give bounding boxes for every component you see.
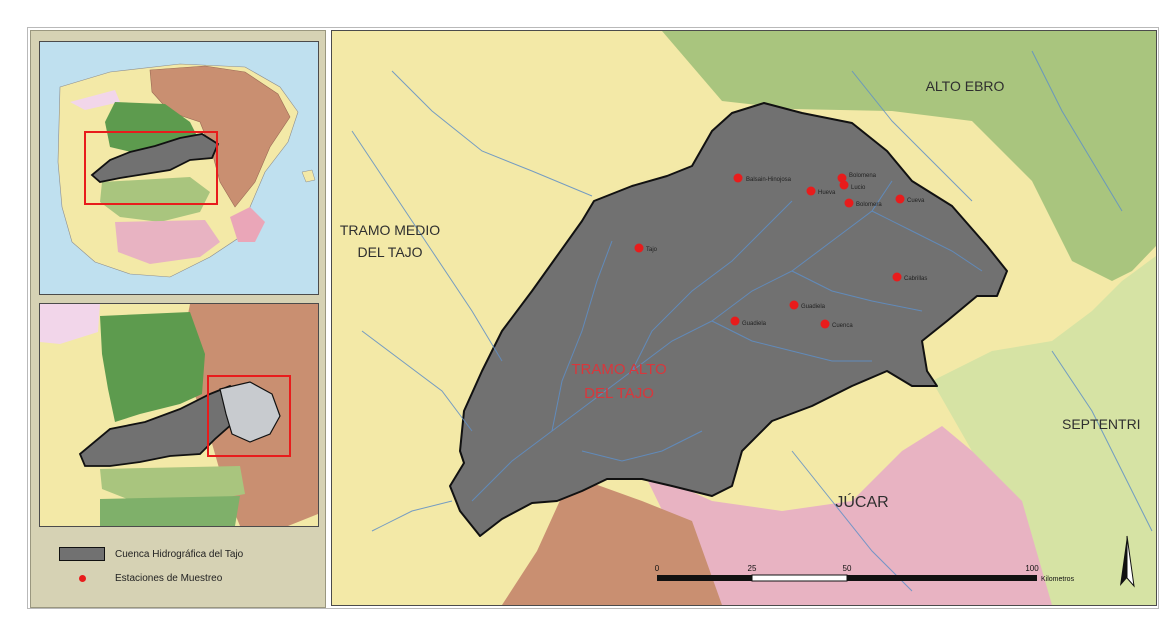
legend-row-basin: Cuenca Hidrográfica del Tajo xyxy=(39,547,243,561)
legend-row-stations: Estaciones de Muestreo xyxy=(39,573,222,584)
balearic-island xyxy=(301,169,316,183)
guadiana-region xyxy=(100,466,245,504)
station-label: Guadiela xyxy=(801,304,826,310)
north-basin xyxy=(70,90,120,110)
segura-region xyxy=(502,483,722,605)
region-labels: TRAMO MEDIO DEL TAJO ALTO EBRO SEPTENTRI… xyxy=(340,78,1141,511)
station-label: Cabrillas xyxy=(904,276,927,282)
legend-stations-label: Estaciones de Muestreo xyxy=(115,573,223,584)
rivers xyxy=(351,50,1153,592)
scale-bar: 0 25 50 100 Kilometros xyxy=(655,564,1075,583)
station-label: Bolomena xyxy=(849,173,877,179)
label-medio-1: TRAMO MEDIO xyxy=(340,222,440,238)
septentrional-region xyxy=(932,256,1156,605)
ebro-region xyxy=(662,31,1156,281)
guadalquivir-basin xyxy=(115,220,220,264)
main-map: TRAMO MEDIO DEL TAJO ALTO EBRO SEPTENTRI… xyxy=(331,30,1157,606)
station-label: Tajo xyxy=(646,247,658,253)
segura-basin xyxy=(230,207,265,242)
station: Bolomena xyxy=(837,173,877,183)
tajo-basin-outline xyxy=(90,133,220,183)
station-label: Balsain-Hinojosa xyxy=(746,177,792,183)
label-medio-2: DEL TAJO xyxy=(357,244,422,260)
basin-locator-map xyxy=(39,303,319,527)
scale-tick-25: 25 xyxy=(748,564,757,573)
station: Bolomera xyxy=(844,198,882,208)
scale-unit: Kilometros xyxy=(1041,576,1075,583)
guadiana-basin xyxy=(100,177,210,222)
legend-dot-wrap xyxy=(59,575,105,582)
station-label: Cueva xyxy=(907,198,925,204)
station: Guadiela xyxy=(789,300,826,310)
label-septentrional: SEPTENTRI xyxy=(1062,416,1141,432)
label-alto-1: TRAMO ALTO xyxy=(571,361,666,378)
north-region xyxy=(40,304,100,344)
locator-panel: Cuenca Hidrográfica del Tajo Estaciones … xyxy=(30,30,326,608)
north-arrow-icon xyxy=(1120,535,1135,588)
locator-rectangle xyxy=(84,131,218,205)
stations: Balsain-Hinojosa Hueva Bolomena Lucio Bo… xyxy=(634,173,927,329)
legend-basin-swatch xyxy=(59,547,105,561)
study-area-label: TRAMO ALTO DEL TAJO xyxy=(571,361,666,402)
label-jucar: JÚCAR xyxy=(835,492,888,511)
station-label: Bolomera xyxy=(856,202,882,208)
station: Balsain-Hinojosa xyxy=(733,173,792,183)
station: Cuenca xyxy=(820,319,853,329)
duero-region xyxy=(100,312,205,422)
station: Lucio xyxy=(839,180,866,191)
label-alto-2: DEL TAJO xyxy=(584,385,654,402)
station: Hueva xyxy=(806,186,836,196)
legend: Cuenca Hidrográfica del Tajo Estaciones … xyxy=(39,537,317,601)
legend-station-dot xyxy=(78,575,86,582)
scale-tick-0: 0 xyxy=(655,564,660,573)
station: Guadiela xyxy=(730,316,767,327)
legend-basin-label: Cuenca Hidrográfica del Tajo xyxy=(115,548,244,560)
station: Tajo xyxy=(634,243,658,253)
station: Cueva xyxy=(895,194,925,204)
upper-tajo-area xyxy=(219,381,281,443)
main-map-svg: TRAMO MEDIO DEL TAJO ALTO EBRO SEPTENTRI… xyxy=(332,31,1156,605)
iberia-locator-svg xyxy=(40,42,318,294)
label-ebro: ALTO EBRO xyxy=(926,78,1005,94)
study-area-rectangle xyxy=(207,375,291,457)
station-label: Cuenca xyxy=(832,323,853,329)
station-label: Lucio xyxy=(851,185,866,191)
station-label: Guadiela xyxy=(742,321,767,327)
scale-tick-50: 50 xyxy=(843,564,852,573)
guadalquivir-region xyxy=(100,496,240,526)
station: Cabrillas xyxy=(892,272,927,282)
jucar-region xyxy=(642,426,1052,605)
station-label: Hueva xyxy=(818,190,836,196)
basin-locator-svg xyxy=(40,304,318,526)
iberia-locator-map xyxy=(39,41,319,295)
tajo-basin-outline xyxy=(449,102,1008,537)
scale-tick-100: 100 xyxy=(1025,564,1039,573)
